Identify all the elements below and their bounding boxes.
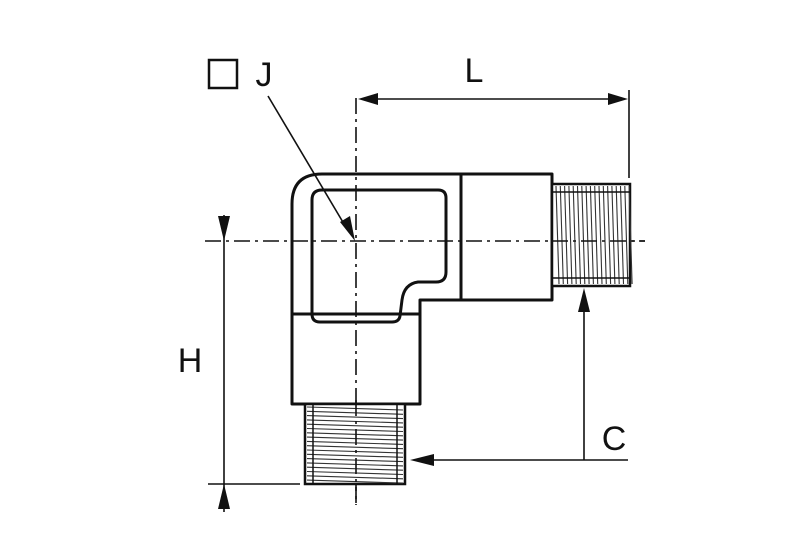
hex-leader-arrow — [340, 216, 355, 241]
thread-line — [306, 419, 404, 424]
length-arrow-left — [358, 93, 378, 105]
hex-leader-line — [267, 95, 348, 230]
thread-line — [611, 185, 616, 285]
right-thread-lines — [555, 185, 633, 285]
thread-line — [306, 432, 404, 437]
thread-line — [306, 410, 404, 415]
dimension-thread: C — [410, 288, 628, 466]
thread-line — [306, 449, 404, 454]
bottom-thread-lines — [306, 406, 404, 484]
thread-line — [602, 185, 607, 285]
thread-line — [306, 475, 404, 480]
thread-line — [628, 185, 633, 285]
thread-line — [306, 466, 404, 471]
inner-cavity — [310, 188, 448, 324]
thread-arrow-left — [410, 454, 434, 466]
dimension-length: L — [358, 52, 630, 178]
dimension-height: H — [178, 215, 300, 512]
thread-line — [568, 185, 573, 285]
height-label: H — [178, 342, 203, 380]
thread-line — [576, 185, 582, 285]
thread-arrow-up — [578, 288, 590, 312]
right-thread — [550, 182, 633, 288]
thread-line — [594, 185, 599, 285]
hex-label: J — [256, 56, 273, 94]
thread-line — [624, 185, 629, 285]
thread-line — [572, 185, 577, 285]
hex-callout: J — [207, 56, 355, 241]
length-arrow-right — [608, 93, 628, 105]
thread-line — [585, 185, 590, 285]
thread-line — [306, 453, 404, 458]
center-lines — [205, 98, 645, 505]
thread-line — [306, 440, 404, 445]
fitting-body — [290, 172, 554, 406]
thread-line — [555, 185, 560, 285]
thread-line — [607, 185, 612, 285]
height-arrow-bottom — [218, 484, 230, 509]
thread-line — [306, 458, 404, 463]
thread-line — [306, 479, 404, 484]
height-arrow-top — [218, 216, 230, 241]
thread-line — [306, 462, 404, 467]
thread-line — [589, 185, 594, 285]
thread-line — [306, 445, 404, 450]
bottom-thread — [303, 402, 407, 486]
thread-line — [559, 185, 564, 285]
thread-line — [581, 185, 586, 285]
thread-line — [306, 406, 404, 411]
thread-line — [615, 185, 620, 285]
thread-line — [598, 185, 603, 285]
thread-line — [564, 185, 569, 285]
thread-line — [306, 423, 404, 428]
elbow-outline — [290, 172, 554, 406]
thread-line — [306, 427, 404, 433]
thread-line — [619, 185, 625, 285]
length-label: L — [465, 52, 484, 90]
thread-line — [306, 415, 404, 420]
thread-label: C — [602, 420, 627, 458]
thread-line — [306, 470, 404, 476]
thread-line — [306, 436, 404, 441]
square-symbol — [207, 58, 239, 90]
